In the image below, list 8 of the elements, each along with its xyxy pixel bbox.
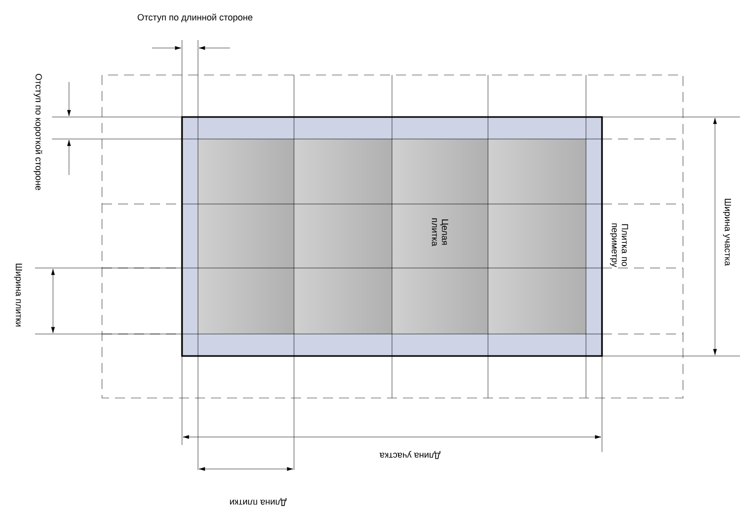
dimension-label: Отступ по длинной стороне	[138, 14, 252, 22]
dimension-label: Ширина плитки	[14, 264, 22, 326]
dimension-label: Ширина участка	[722, 198, 732, 266]
dimension-label: Плитка по периметру	[610, 223, 628, 268]
dimension-label: Целая плитка	[432, 218, 448, 246]
dimension-label: Длина плитки	[230, 498, 286, 506]
dimension-label: Отступ по короткой стороне	[34, 74, 42, 190]
dimension-label: Длина участка	[380, 450, 440, 460]
